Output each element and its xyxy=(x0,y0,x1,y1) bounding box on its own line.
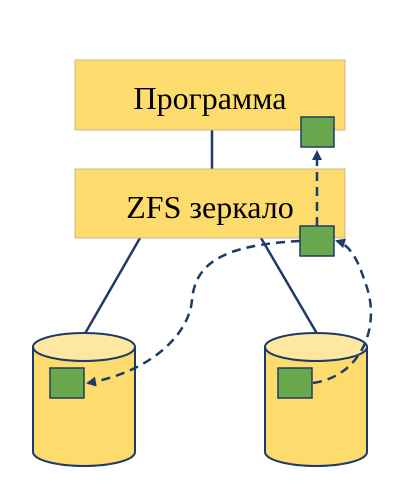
disk-right-cylinder xyxy=(264,332,368,467)
flow-arrow-zfs-to-left-disk xyxy=(86,239,301,387)
program-box: Программа xyxy=(74,59,346,131)
program-box-label: Программа xyxy=(134,80,287,116)
disk-left-cylinder xyxy=(32,332,136,467)
data-block-zfs-mirror xyxy=(299,225,335,257)
data-block-program xyxy=(300,116,335,148)
zfs-mirror-box-label: ZFS зеркало xyxy=(126,189,294,225)
data-block-disk-left xyxy=(49,367,85,399)
flow-arrow-right-disk-to-zfs xyxy=(312,238,373,385)
data-block-disk-right xyxy=(277,367,313,399)
connector-zfs-to-right-disk xyxy=(259,237,321,338)
connector-zfs-to-left-disk xyxy=(81,237,142,338)
